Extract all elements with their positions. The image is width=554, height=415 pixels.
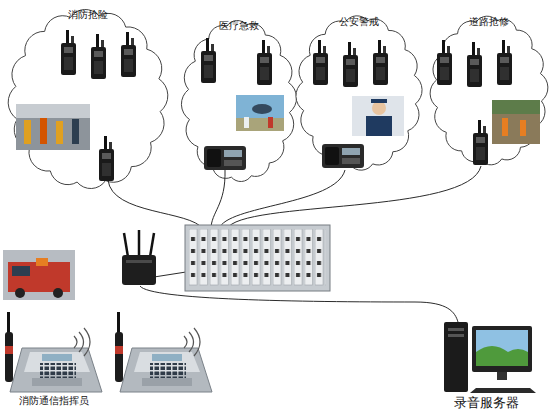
device-caption: 消防通信指挥员 bbox=[2, 395, 106, 407]
group-cloud: 道路抢修 bbox=[424, 8, 554, 173]
wire bbox=[140, 286, 458, 322]
group-cloud: 医疗急救 bbox=[176, 12, 302, 190]
pc-keyboard bbox=[470, 388, 536, 393]
router-leds bbox=[126, 260, 152, 263]
cloud-shape bbox=[8, 9, 168, 188]
pc-screen bbox=[476, 330, 528, 366]
pc-monitor bbox=[472, 326, 532, 372]
rack-frame bbox=[185, 225, 330, 291]
router-antenna bbox=[138, 230, 141, 257]
photo-wheel bbox=[53, 288, 63, 298]
cloud-shape bbox=[181, 20, 296, 181]
wireless-router bbox=[122, 230, 156, 285]
group-heading: 公安警戒 bbox=[290, 16, 428, 28]
router-body bbox=[122, 255, 156, 285]
router-antenna bbox=[124, 233, 128, 257]
pc-drive bbox=[448, 334, 464, 337]
pc-stand bbox=[497, 372, 507, 380]
cloud-shape bbox=[430, 16, 548, 165]
wire bbox=[211, 170, 225, 229]
cloud-outline bbox=[290, 8, 428, 178]
photo-truck bbox=[8, 262, 70, 292]
wires bbox=[108, 166, 481, 322]
wire bbox=[108, 180, 203, 229]
photo-figure bbox=[36, 258, 48, 266]
photo-wheel bbox=[15, 288, 25, 298]
cloud-outline bbox=[176, 12, 302, 190]
group-heading: 消防抢险 bbox=[3, 9, 173, 21]
wire bbox=[154, 272, 186, 277]
rack-modules bbox=[189, 229, 326, 287]
fire-truck-photo bbox=[3, 250, 75, 300]
device-caption: 录音服务器 bbox=[430, 395, 542, 410]
desk-base-station bbox=[5, 312, 102, 392]
photo-window bbox=[12, 266, 30, 276]
device-label: 消防通信指挥员 bbox=[2, 393, 106, 411]
cloud-outline bbox=[3, 3, 173, 195]
computer bbox=[444, 322, 536, 393]
pc-tower bbox=[444, 322, 468, 392]
pc-wallpaper-hills bbox=[476, 346, 528, 366]
router-antenna bbox=[150, 233, 154, 257]
desk-base-station bbox=[115, 312, 212, 392]
pc-drive bbox=[448, 328, 464, 331]
group-cloud: 公安警戒 bbox=[290, 8, 428, 178]
group-heading: 医疗急救 bbox=[176, 20, 302, 32]
cloud-outline bbox=[424, 8, 554, 173]
group-heading: 道路抢修 bbox=[424, 16, 554, 28]
cloud-shape bbox=[296, 16, 422, 170]
device-label: 录音服务器 bbox=[430, 394, 542, 414]
photo-background bbox=[3, 250, 75, 300]
gateway-rack bbox=[185, 225, 330, 291]
group-cloud: 消防抢险 bbox=[3, 3, 173, 195]
wire bbox=[227, 166, 481, 229]
